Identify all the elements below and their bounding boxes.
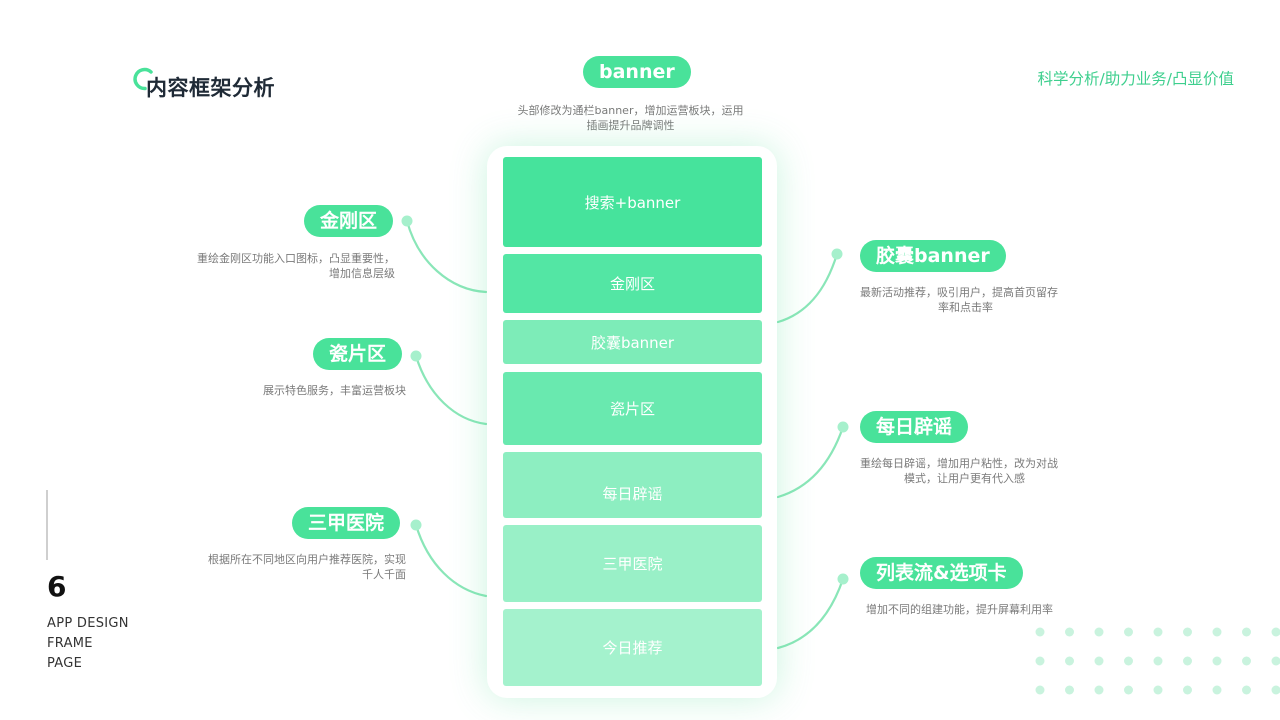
decorative-dot <box>1212 656 1222 666</box>
label-pill-daily-rumor: 每日辟谣 <box>860 411 969 443</box>
decorative-dot <box>1271 656 1280 666</box>
decorative-dot <box>1094 685 1104 695</box>
description-capsule-banner: 最新活动推荐，吸引用户，提高首页留存 率和点击率 <box>860 286 1058 314</box>
description-list-tabs: 增加不同的组建功能，提升屏幕利用率 <box>866 603 1053 616</box>
divider-line <box>46 490 48 560</box>
page-number: 6 <box>47 570 67 603</box>
label-pill-sanjia: 三甲医院 <box>292 507 401 539</box>
decorative-dot <box>1242 685 1251 695</box>
decorative-dot <box>1271 627 1280 637</box>
decorative-dot <box>1094 627 1104 637</box>
side-label-line1: APP DESIGN <box>47 616 129 631</box>
phone-block-today-recommend: 今日推荐 <box>503 609 762 686</box>
decorative-dot <box>1153 685 1163 695</box>
decorative-dot <box>1065 685 1074 695</box>
logo-ring-icon <box>133 67 153 91</box>
decorative-dot <box>1183 627 1192 637</box>
phone-block-daily-rumor: 每日辟谣 <box>503 452 762 518</box>
banner-pill: banner <box>583 56 691 88</box>
label-pill-cipian: 瓷片区 <box>313 338 403 370</box>
decorative-dot <box>1065 627 1074 637</box>
decorative-dot <box>1124 685 1133 695</box>
decorative-dot <box>1094 656 1104 666</box>
phone-block-search-banner: 搜索+banner <box>503 157 762 247</box>
decorative-dot <box>1212 685 1222 695</box>
decorative-dot <box>1242 656 1251 666</box>
description-sanjia: 根据所在不同地区向用户推荐医院，实现 千人千面 <box>208 553 406 581</box>
label-pill-capsule-banner: 胶囊banner <box>860 240 1006 272</box>
decorative-dot <box>1124 656 1133 666</box>
decorative-dot-grid <box>1035 627 1280 695</box>
decorative-dot <box>1065 656 1074 666</box>
decorative-dot <box>1271 685 1280 695</box>
decorative-dot <box>1153 656 1163 666</box>
decorative-dot <box>1242 627 1251 637</box>
decorative-dot <box>1035 627 1045 637</box>
label-pill-jingang: 金刚区 <box>304 205 394 237</box>
banner-description: 头部修改为通栏banner，增加运营板块，运用 插画提升品牌调性 <box>517 104 744 132</box>
phone-block-jingang: 金刚区 <box>503 254 762 313</box>
decorative-dot <box>1212 627 1222 637</box>
decorative-dot <box>1035 656 1045 666</box>
description-cipian: 展示特色服务，丰富运营板块 <box>263 384 406 397</box>
decorative-dot <box>1035 685 1045 695</box>
phone-block-sanjia: 三甲医院 <box>503 525 762 602</box>
label-pill-list-tabs: 列表流&选项卡 <box>860 557 1023 589</box>
phone-block-capsule-banner: 胶囊banner <box>503 320 762 364</box>
decorative-dot <box>1153 627 1163 637</box>
page-title: 内容框架分析 <box>146 76 275 100</box>
description-jingang: 重绘金刚区功能入口图标，凸显重要性， 增加信息层级 <box>197 252 395 280</box>
side-label-line2: FRAME <box>47 636 93 651</box>
decorative-dot <box>1183 656 1192 666</box>
decorative-dot <box>1183 685 1192 695</box>
phone-block-cipian: 瓷片区 <box>503 372 762 445</box>
decorative-dot <box>1124 627 1133 637</box>
slogan: 科学分析/助力业务/凸显价值 <box>1037 70 1234 88</box>
description-daily-rumor: 重绘每日辟谣，增加用户粘性，改为对战 模式，让用户更有代入感 <box>860 457 1058 485</box>
side-label-line3: PAGE <box>47 656 83 671</box>
